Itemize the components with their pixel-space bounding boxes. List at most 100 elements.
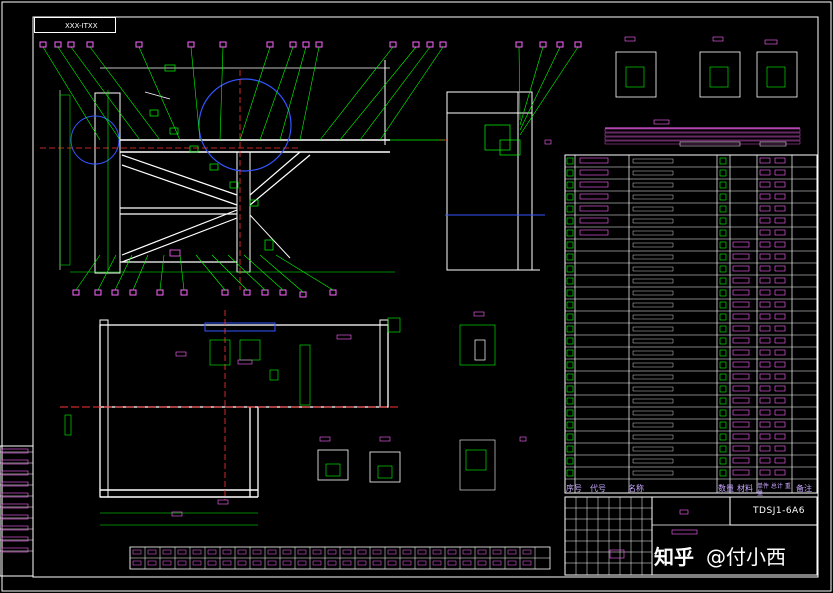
param-text	[447, 549, 457, 555]
param-text	[387, 549, 397, 555]
plan-hidden-part	[204, 322, 276, 332]
param-text	[252, 560, 262, 566]
bom-name	[632, 350, 674, 356]
leader-line	[159, 254, 165, 291]
dim-text	[64, 414, 72, 436]
bom-code	[579, 205, 609, 212]
leader-line	[114, 254, 133, 291]
leader-line	[243, 254, 284, 291]
bom-weight-2	[774, 313, 786, 320]
brace-4	[121, 217, 238, 263]
revision-text	[1, 503, 29, 509]
bom-name	[632, 422, 674, 428]
bom-header-seq: 序号	[566, 484, 582, 493]
leader-line	[211, 254, 248, 291]
bom-qty	[719, 265, 727, 273]
bom-qty	[719, 361, 727, 369]
label	[319, 436, 331, 442]
bom-weight	[759, 445, 771, 452]
bom-weight-2	[774, 421, 786, 428]
bom-weight	[759, 421, 771, 428]
bom-name	[632, 182, 674, 188]
bom-qty	[719, 205, 727, 213]
bom-qty	[719, 229, 727, 237]
bom-material	[732, 289, 750, 296]
bom-material	[732, 397, 750, 404]
label	[237, 359, 253, 365]
bom-seq	[566, 325, 574, 333]
bom-seq	[566, 313, 574, 321]
bom-weight	[759, 397, 771, 404]
bom-material	[732, 301, 750, 308]
bom-weight-2	[774, 385, 786, 392]
bom-weight	[759, 205, 771, 212]
bom-code	[579, 193, 609, 200]
bom-qty	[719, 169, 727, 177]
bom-seq	[566, 301, 574, 309]
bom-weight	[759, 361, 771, 368]
bom-weight	[759, 157, 771, 164]
part-tag	[389, 41, 397, 48]
bom-seq	[566, 169, 574, 177]
param-text	[132, 560, 142, 566]
label	[609, 549, 625, 559]
bom-weight	[759, 469, 771, 476]
bom-seq	[566, 445, 574, 453]
side-detail-2	[499, 139, 521, 156]
part-tag	[111, 289, 119, 296]
param-text	[222, 549, 232, 555]
param-text	[132, 549, 142, 555]
bom-code	[579, 157, 609, 164]
bom-header-qty: 数量	[718, 484, 734, 493]
leader-line	[379, 46, 444, 141]
bom-weight	[759, 217, 771, 224]
brace-6	[249, 154, 311, 206]
param-text	[507, 549, 517, 555]
part-tag	[279, 289, 287, 296]
hidden-arc	[198, 78, 292, 172]
bom-material	[732, 361, 750, 368]
label	[671, 529, 698, 535]
part-tag	[187, 41, 195, 48]
bom-weight	[759, 193, 771, 200]
leader-line	[519, 46, 544, 126]
bom-seq	[566, 229, 574, 237]
plan-right-post	[379, 319, 389, 408]
label	[653, 119, 670, 125]
plan-view-upper	[99, 324, 389, 408]
bom-weight-2	[774, 157, 786, 164]
part-tag	[539, 41, 547, 48]
bom-qty	[719, 253, 727, 261]
label	[175, 351, 187, 357]
bom-weight	[759, 181, 771, 188]
bom-seq	[566, 157, 574, 165]
bom-seq	[566, 469, 574, 477]
bom-weight-2	[774, 325, 786, 332]
drawing-code: TDSJ1-6A6	[753, 506, 805, 516]
bom-name	[632, 278, 674, 284]
part-tag	[156, 289, 164, 296]
leader-line	[279, 46, 307, 141]
param-text	[342, 560, 352, 566]
bom-seq	[566, 205, 574, 213]
label	[473, 311, 485, 317]
param-text	[267, 560, 277, 566]
inner-border	[32, 16, 819, 578]
bom-seq	[566, 217, 574, 225]
note-text	[604, 128, 801, 133]
callout-label	[169, 249, 181, 257]
hidden-arc-2	[70, 115, 120, 165]
param-text	[417, 560, 427, 566]
bom-weight-2	[774, 397, 786, 404]
param-text	[492, 560, 502, 566]
param-text	[447, 560, 457, 566]
bom-weight-2	[774, 361, 786, 368]
bom-material	[732, 277, 750, 284]
callout-box	[269, 369, 279, 381]
bom-name	[632, 170, 674, 176]
bom-name	[632, 266, 674, 272]
part-tag	[329, 289, 337, 296]
bom-material	[732, 337, 750, 344]
note-text	[604, 136, 801, 141]
leader-line	[227, 254, 266, 291]
